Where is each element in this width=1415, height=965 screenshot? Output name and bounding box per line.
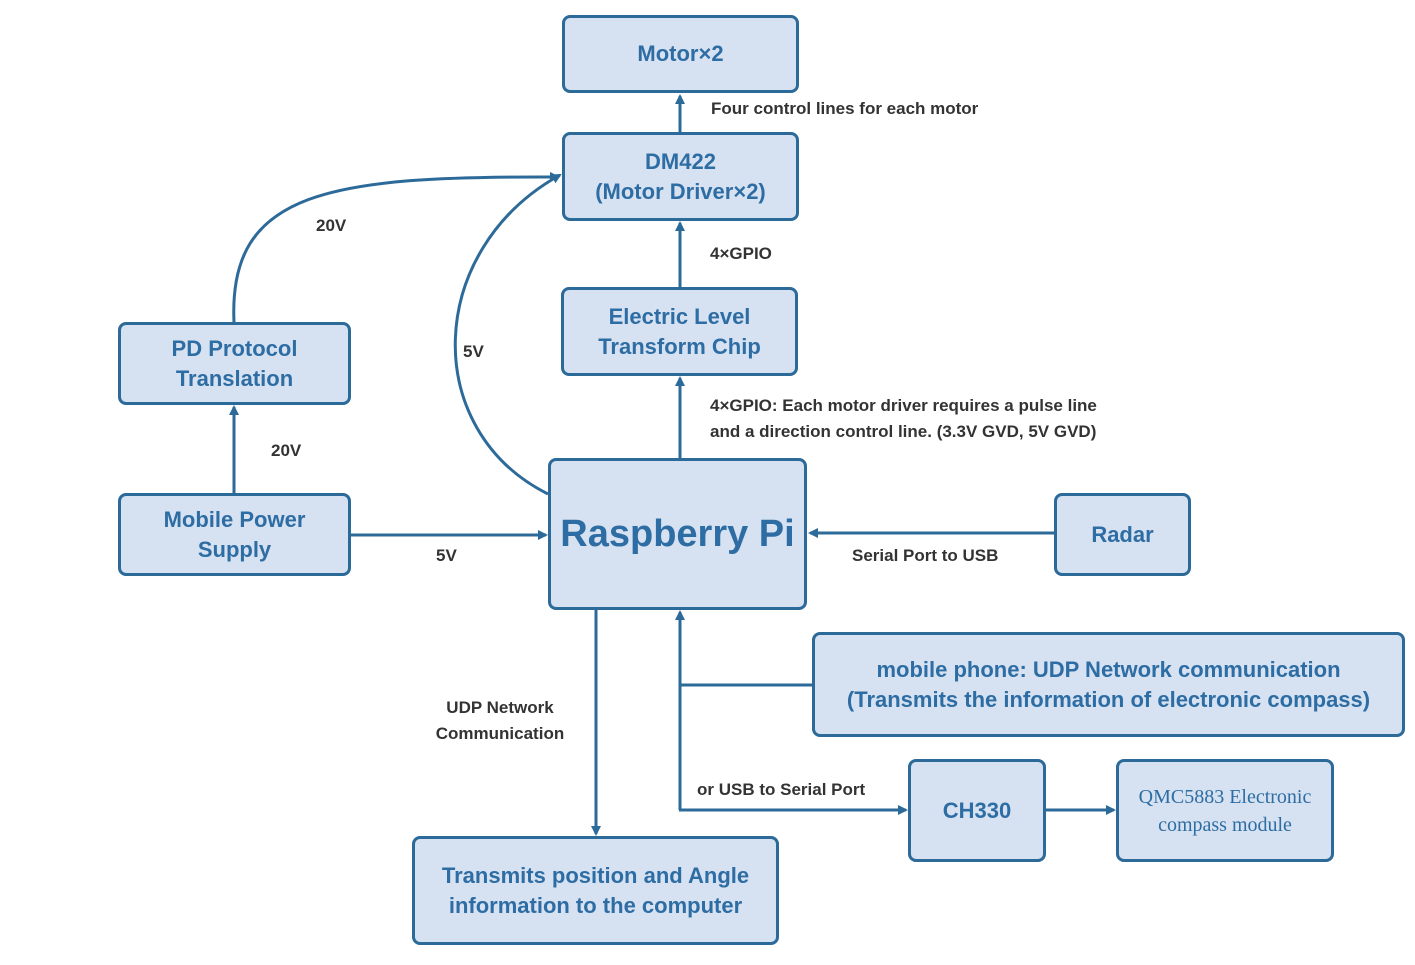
pd-protocol-node-label-2: Translation [175, 365, 294, 391]
motor-node: Motor×2 [562, 15, 799, 93]
dm422-node: DM422 (Motor Driver×2) [562, 132, 799, 221]
label-udp-network: UDP Network Communication [420, 695, 580, 747]
label-5v-curve: 5V [463, 342, 484, 361]
label-gpio-detail-1: 4×GPIO: Each motor driver requires a pul… [710, 396, 1097, 415]
label-udp-line-1: UDP Network [446, 698, 554, 717]
label-usb-to-serial: or USB to Serial Port [697, 780, 866, 799]
label-gpio-top: 4×GPIO [710, 244, 772, 263]
label-20v-top: 20V [316, 216, 347, 235]
label-20v-bottom: 20V [271, 441, 302, 460]
label-udp-line-2: Communication [435, 724, 565, 743]
level-chip-node-label-2: Transform Chip [598, 333, 761, 359]
raspberry-pi-node-label: Raspberry Pi [560, 513, 795, 555]
label-5v-power: 5V [436, 546, 457, 565]
dm422-node-label-2: (Motor Driver×2) [595, 178, 766, 204]
motor-node-label: Motor×2 [637, 41, 724, 66]
label-gpio-detail-2: and a direction control line. (3.3V GVD,… [710, 422, 1097, 441]
pd-protocol-node-label-1: PD Protocol [171, 335, 298, 361]
pd-protocol-node: PD Protocol Translation [118, 322, 351, 405]
mobile-phone-node-label-2: (Transmits the information of electronic… [846, 686, 1371, 712]
level-chip-node-label-1: Electric Level [608, 303, 751, 329]
power-supply-node-label-1: Mobile Power [163, 506, 306, 532]
compass-module-node-label-1: QMC5883 Electronic [1138, 785, 1312, 808]
ch330-node: CH330 [908, 759, 1046, 862]
label-four-control-lines: Four control lines for each motor [711, 99, 979, 118]
mobile-phone-node-label-1: mobile phone: UDP Network communication [876, 656, 1341, 682]
arrow-pd-to-dm422 [232, 171, 560, 323]
label-serial-to-usb: Serial Port to USB [852, 546, 999, 565]
raspberry-pi-node: Raspberry Pi [548, 458, 807, 610]
compass-module-node-label-2: compass module [1158, 813, 1292, 836]
compass-module-node: QMC5883 Electronic compass module [1116, 759, 1334, 862]
computer-node: Transmits position and Angle information… [412, 836, 779, 945]
arrow-rpi-to-dm422 [453, 173, 562, 496]
level-chip-node: Electric Level Transform Chip [561, 287, 798, 376]
computer-node-label-2: information to the computer [448, 892, 743, 918]
ch330-node-label: CH330 [942, 797, 1012, 823]
power-supply-node: Mobile Power Supply [118, 493, 351, 576]
computer-node-label-1: Transmits position and Angle [441, 862, 750, 888]
radar-node: Radar [1054, 493, 1191, 576]
dm422-node-label-1: DM422 [645, 148, 716, 174]
radar-node-label: Radar [1091, 521, 1154, 547]
power-supply-node-label-2: Supply [197, 536, 272, 562]
mobile-phone-node: mobile phone: UDP Network communication … [812, 632, 1405, 737]
